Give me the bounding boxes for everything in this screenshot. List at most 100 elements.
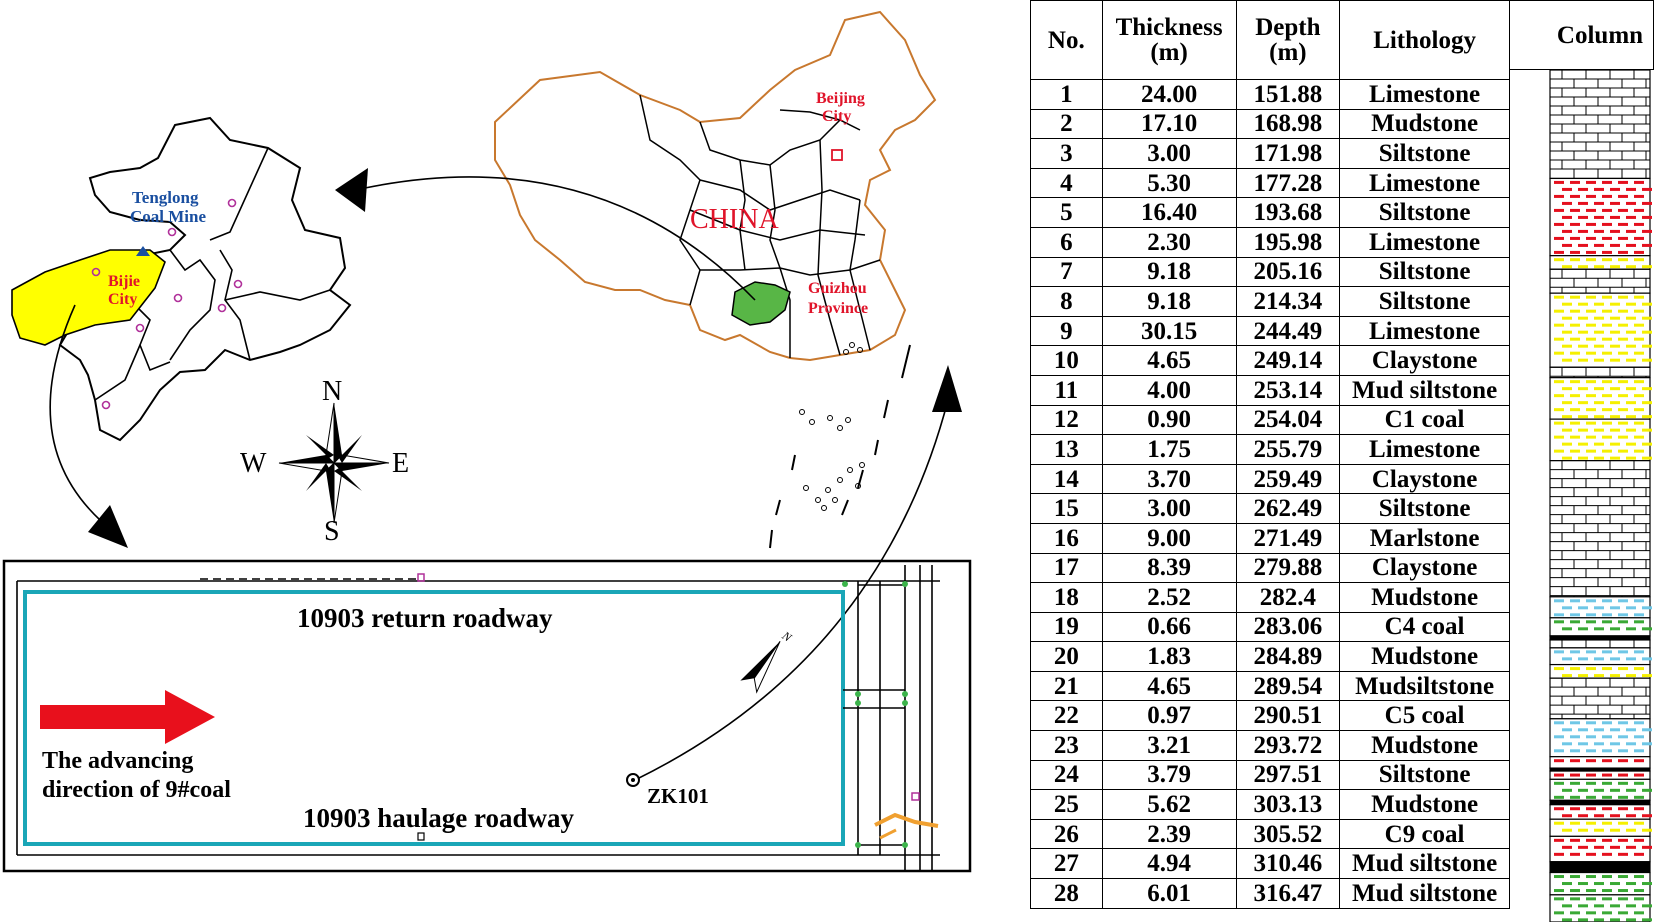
- column-layer: [1549, 596, 1652, 619]
- cell-no: 1: [1030, 79, 1103, 110]
- cell-thickness: 1.83: [1101, 641, 1237, 672]
- cell-depth: 293.72: [1235, 730, 1341, 761]
- cell-no: 25: [1030, 789, 1103, 820]
- cell-depth: 214.34: [1235, 286, 1341, 317]
- cell-no: 10: [1030, 345, 1103, 376]
- lithology-column: [1549, 70, 1652, 922]
- cell-lithology: C5 coal: [1339, 700, 1510, 732]
- column-layer: [1549, 894, 1652, 922]
- location-maps: Tenglong Coal Mine Bijie City: [2, 10, 972, 873]
- guizhou-label-line1: Guizhou: [808, 280, 867, 297]
- beijing-label-line1: Beijing: [816, 90, 865, 107]
- cell-no: 13: [1030, 434, 1103, 465]
- return-roadway-label: 10903 return roadway: [297, 603, 553, 633]
- cell-thickness: 4.65: [1101, 345, 1237, 376]
- cell-no: 23: [1030, 730, 1103, 761]
- column-layer: [1549, 292, 1652, 368]
- column-layer: [1549, 663, 1652, 679]
- header-thickness: Thickness(m): [1101, 0, 1237, 80]
- column-layer: [1549, 718, 1652, 758]
- column-layer: [1549, 861, 1651, 874]
- cell-depth: 297.51: [1235, 759, 1341, 791]
- cell-depth: 168.98: [1235, 108, 1341, 140]
- cell-thickness: 4.65: [1101, 670, 1237, 702]
- cell-lithology: Siltstone: [1339, 759, 1510, 791]
- column-layer: [1549, 835, 1652, 863]
- cell-lithology: Claystone: [1339, 345, 1510, 376]
- column-layer: [1549, 268, 1651, 294]
- cell-depth: 271.49: [1235, 522, 1341, 554]
- cell-thickness: 17.10: [1101, 108, 1237, 140]
- cell-lithology: Claystone: [1339, 463, 1510, 495]
- cell-depth: 253.14: [1235, 374, 1341, 406]
- cell-depth: 193.68: [1235, 197, 1341, 228]
- cell-no: 28: [1030, 878, 1103, 909]
- borehole-label: ZK101: [647, 784, 709, 808]
- cell-depth: 310.46: [1235, 848, 1341, 880]
- cell-depth: 249.14: [1235, 345, 1341, 376]
- cell-depth: 290.51: [1235, 700, 1341, 732]
- cell-depth: 259.49: [1235, 463, 1341, 495]
- cell-thickness: 24.00: [1101, 79, 1237, 110]
- north-small: N: [779, 628, 795, 645]
- cell-no: 22: [1030, 700, 1103, 732]
- column-layer: [1549, 418, 1652, 462]
- column-layer: [1549, 460, 1651, 598]
- cell-lithology: Mudstone: [1339, 641, 1510, 672]
- compass-rose: [278, 402, 390, 524]
- cell-thickness: 9.18: [1101, 256, 1237, 288]
- cell-depth: 244.49: [1235, 315, 1341, 347]
- cell-lithology: Mud siltstone: [1339, 878, 1510, 909]
- column-layer: [1549, 818, 1652, 837]
- strata-header-row: No. Thickness(m) Depth(m) Lithology: [1030, 0, 1510, 80]
- cell-thickness: 0.66: [1101, 611, 1237, 643]
- column-layer: [1549, 366, 1651, 379]
- cell-depth: 171.98: [1235, 138, 1341, 169]
- borehole-to-column-arrow: [634, 399, 949, 781]
- cell-lithology: Limestone: [1339, 315, 1510, 347]
- cell-depth: 205.16: [1235, 256, 1341, 288]
- cell-lithology: Mud siltstone: [1339, 374, 1510, 406]
- column-layer: [1549, 617, 1652, 637]
- cell-thickness: 4.00: [1101, 374, 1237, 406]
- cell-no: 3: [1030, 138, 1103, 169]
- column-layer: [1549, 70, 1651, 180]
- bijie-district-map: [11, 116, 352, 442]
- column-layer: [1549, 635, 1651, 641]
- tenglong-label-line1: Tenglong: [132, 188, 199, 207]
- cell-lithology: Limestone: [1339, 434, 1510, 465]
- cell-thickness: 0.90: [1101, 404, 1237, 436]
- header-lithology: Lithology: [1339, 0, 1510, 80]
- column-layer: [1549, 177, 1652, 257]
- cell-lithology: Siltstone: [1339, 138, 1510, 169]
- header-no: No.: [1030, 0, 1103, 80]
- column-layer: [1549, 871, 1652, 896]
- cell-lithology: Mudstone: [1339, 730, 1510, 761]
- compass-n: N: [322, 376, 342, 407]
- compass-s: S: [324, 516, 340, 547]
- bijie-label-line1: Bijie: [108, 273, 140, 290]
- header-depth: Depth(m): [1235, 0, 1341, 80]
- header-depth-l1: Depth: [1255, 14, 1321, 41]
- cell-no: 11: [1030, 374, 1103, 406]
- cell-lithology: Siltstone: [1339, 197, 1510, 228]
- header-thickness-l2: (m): [1150, 39, 1188, 66]
- cell-thickness: 8.39: [1101, 552, 1237, 584]
- column-layer: [1549, 778, 1652, 801]
- cell-depth: 254.04: [1235, 404, 1341, 436]
